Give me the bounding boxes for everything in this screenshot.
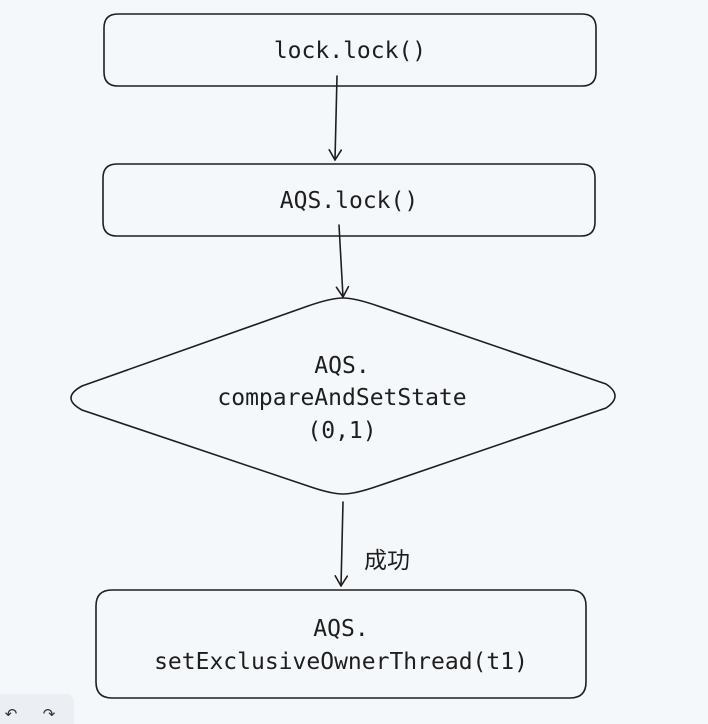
undo-icon[interactable]: ↶ xyxy=(4,705,18,723)
cas-label-line3: (0,1) xyxy=(307,418,376,444)
arrow-aqs-to-cas xyxy=(335,224,350,298)
cas-label-line1: AQS. xyxy=(314,353,369,379)
aqs-lock-node[interactable]: AQS.lock() xyxy=(102,163,596,237)
success-label: 成功 xyxy=(364,548,410,574)
set-owner-label-line1: AQS. xyxy=(313,616,368,642)
aqs-lock-label: AQS.lock() xyxy=(280,188,418,214)
arrow-lock-to-aqs xyxy=(328,75,343,161)
lock-call-node[interactable]: lock.lock() xyxy=(103,13,597,87)
cas-label-line2: compareAndSetState xyxy=(217,385,466,411)
set-owner-label-line2: setExclusiveOwnerThread(t1) xyxy=(154,649,528,675)
undo-redo-toolbar: ↶ ↷ xyxy=(0,694,74,724)
set-owner-node[interactable]: AQS. setExclusiveOwnerThread(t1) xyxy=(95,589,587,699)
arrow-cas-to-owner xyxy=(334,501,349,587)
cas-decision-node[interactable]: AQS. compareAndSetState (0,1) xyxy=(70,297,616,495)
redo-icon[interactable]: ↷ xyxy=(42,705,56,723)
lock-call-label: lock.lock() xyxy=(274,38,426,64)
